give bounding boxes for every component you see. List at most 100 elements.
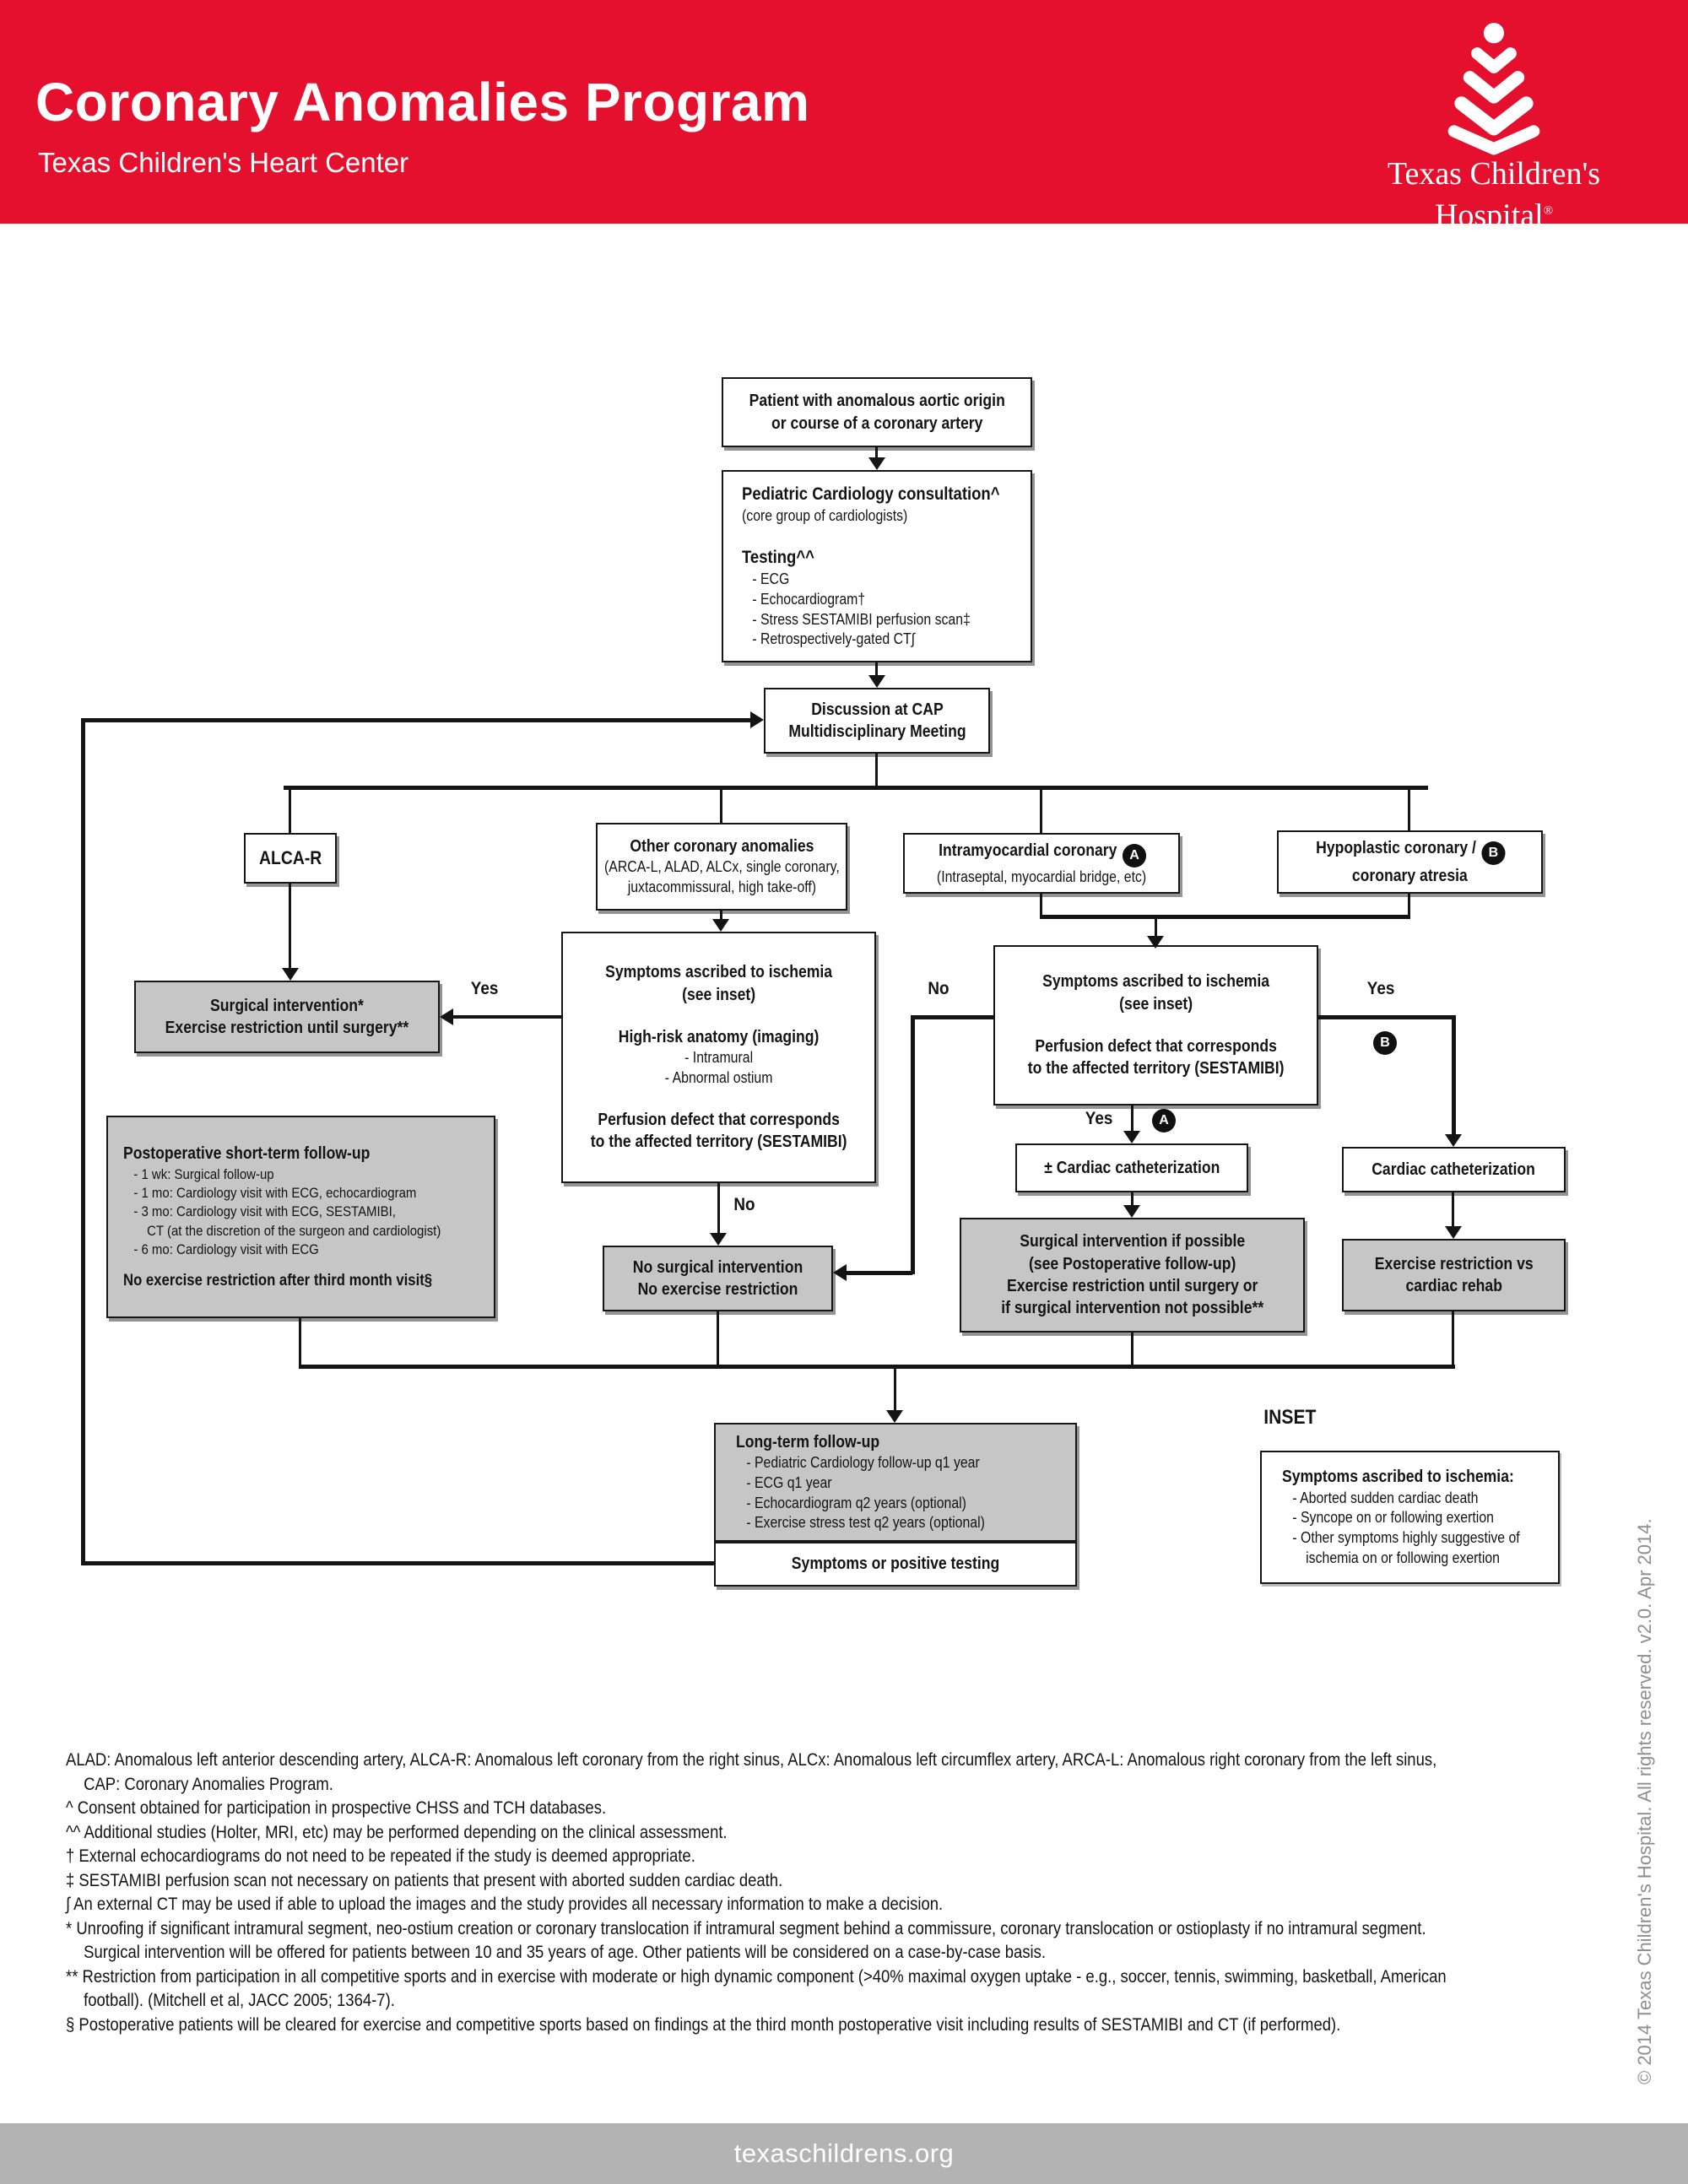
copyright-text: © 2014 Texas Children's Hospital. All ri… [1634, 1518, 1655, 2084]
other-anomalies-box: Other coronary anomalies(ARCA-L, ALAD, A… [596, 823, 847, 911]
cardiology-consultation-text: Pediatric Cardiology consultation^(core … [742, 484, 1000, 648]
arrow-right-icon [750, 711, 764, 728]
feedback-line [81, 720, 85, 1565]
optional-catheterization-text: ± Cardiac catheterization [1043, 1158, 1220, 1177]
hypoplastic-text: Hypoplastic coronary /B coronary atresia [1316, 837, 1506, 887]
inset-label: INSET [1263, 1406, 1317, 1429]
no-label: No [928, 979, 950, 998]
flow-line [875, 752, 878, 787]
hospital-logo-line1: Texas Children's [1387, 156, 1601, 192]
yes-label: Yes [1085, 1109, 1113, 1128]
flow-line [1452, 1192, 1454, 1228]
page-subtitle: Texas Children's Heart Center [38, 147, 409, 178]
arrow-left-icon [833, 1264, 847, 1281]
arrow-down-icon [282, 968, 299, 981]
symptoms-ischemia-left-box: Symptoms ascribed to ischemia(see inset)… [561, 932, 876, 1183]
longterm-followup-text: Long-term follow-up- Pediatric Cardiolog… [736, 1432, 985, 1532]
flow-line [289, 884, 291, 969]
merge-line [1040, 915, 1410, 919]
postoperative-followup-box: Postoperative short-term follow-up- 1 wk… [106, 1116, 495, 1318]
arrow-down-icon [1123, 1205, 1140, 1218]
arrow-down-icon [1123, 1131, 1140, 1143]
alcar-text: ALCA-R [258, 847, 322, 869]
flow-line [289, 788, 291, 833]
yes-label: Yes [470, 979, 499, 998]
yes-line [1131, 1106, 1133, 1133]
badge-b-icon: B [1373, 1031, 1397, 1055]
symptoms-ischemia-right-box: Symptoms ascribed to ischemia(see inset)… [993, 945, 1318, 1106]
footnotes: ALAD: Anomalous left anterior descending… [66, 1750, 1447, 2035]
yes-line [1318, 1015, 1455, 1019]
branch-line [284, 786, 1428, 790]
yes-line [453, 1015, 561, 1019]
surgical-if-possible-text: Surgical intervention if possible(see Po… [1001, 1232, 1263, 1318]
surgical-intervention-text: Surgical intervention*Exercise restricti… [165, 996, 409, 1037]
hospital-logo: Texas Children's Hospital® [1325, 22, 1663, 235]
postoperative-followup-text: Postoperative short-term follow-up- 1 wk… [123, 1144, 441, 1289]
badge-a-icon: A [1152, 1109, 1176, 1133]
flow-line [1155, 919, 1157, 937]
registered-mark: ® [1543, 204, 1554, 218]
no-line [847, 1271, 912, 1275]
optional-catheterization-box: ± Cardiac catheterization [1015, 1143, 1248, 1192]
hospital-logo-icon [1447, 23, 1540, 155]
hypoplastic-box: Hypoplastic coronary /B coronary atresia [1277, 830, 1543, 894]
flow-line [720, 911, 722, 921]
arrow-down-icon [710, 1233, 727, 1246]
header-banner: Coronary Anomalies Program Texas Childre… [0, 0, 1688, 234]
feedback-line [81, 718, 750, 722]
flow-line [717, 1311, 719, 1367]
yes-line [1452, 1015, 1456, 1137]
arrow-down-icon [886, 1410, 903, 1423]
flow-line [1408, 788, 1410, 830]
flow-line [1040, 788, 1042, 833]
arrow-down-icon [1445, 1226, 1462, 1239]
longterm-followup-box: Long-term follow-up- Pediatric Cardiolog… [714, 1423, 1077, 1542]
inset-text: Symptoms ascribed to ischemia:- Aborted … [1282, 1468, 1520, 1566]
flow-line [1131, 1333, 1133, 1367]
flow-line [875, 446, 878, 459]
arrow-left-icon [440, 1008, 453, 1025]
arrow-down-icon [1147, 936, 1164, 949]
flow-line [299, 1318, 301, 1367]
other-anomalies-text: Other coronary anomalies(ARCA-L, ALAD, A… [603, 837, 840, 896]
catheterization-box: Cardiac catheterization [1342, 1147, 1566, 1192]
flow-line [1452, 1311, 1454, 1367]
inset-box: Symptoms ascribed to ischemia:- Aborted … [1260, 1451, 1560, 1584]
cardiology-consultation-box: Pediatric Cardiology consultation^(core … [722, 470, 1032, 662]
footer-bar: texaschildrens.org [0, 2123, 1688, 2184]
flow-line [875, 662, 878, 676]
flow-line [720, 788, 722, 823]
page-title: Coronary Anomalies Program [35, 72, 810, 132]
flow-line [1040, 894, 1042, 917]
symptoms-ischemia-left-text: Symptoms ascribed to ischemia(see inset)… [590, 963, 847, 1152]
badge-a-icon: A [1122, 843, 1146, 868]
symptoms-positive-testing-box: Symptoms or positive testing [714, 1542, 1077, 1587]
no-line [717, 1183, 720, 1234]
flow-line [894, 1369, 896, 1411]
symptoms-ischemia-right-text: Symptoms ascribed to ischemia(see inset)… [1027, 972, 1285, 1078]
collector-line [299, 1365, 1455, 1369]
arrow-down-icon [712, 919, 729, 932]
footer-url: texaschildrens.org [733, 2138, 955, 2168]
no-label: No [733, 1195, 755, 1214]
arrow-down-icon [868, 675, 885, 688]
no-line [911, 1015, 915, 1274]
surgical-intervention-box: Surgical intervention*Exercise restricti… [134, 981, 440, 1053]
badge-b-icon: B [1481, 841, 1506, 865]
feedback-line [83, 1561, 714, 1565]
alcar-box: ALCA-R [244, 833, 337, 884]
flow-line [1408, 894, 1410, 917]
arrow-down-icon [868, 457, 885, 470]
arrow-down-icon [1445, 1134, 1462, 1147]
